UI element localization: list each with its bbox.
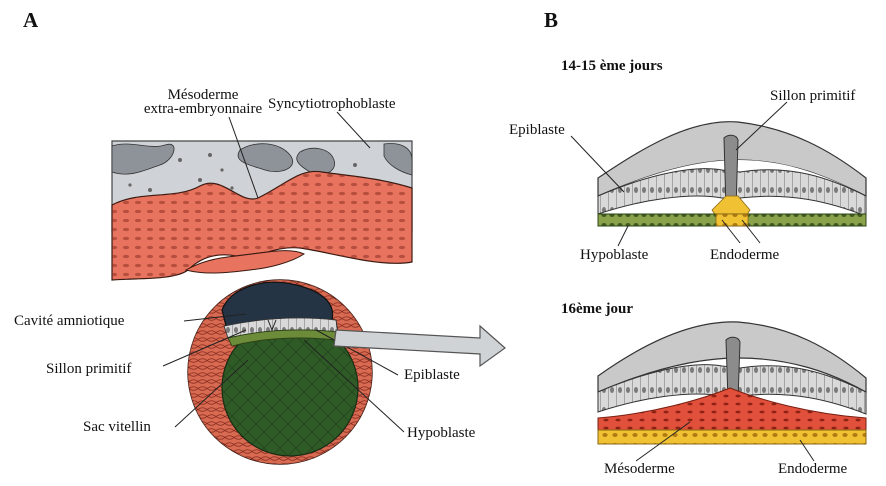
label-hypoblaste-b: Hypoblaste xyxy=(580,247,648,264)
panel-b-label: B xyxy=(544,9,558,31)
label-mesoderme-b: Mésoderme xyxy=(604,461,675,478)
label-mesoderme-line2: extra-embryonnaire xyxy=(118,102,288,116)
label-endoderme-bottom: Endoderme xyxy=(778,461,847,478)
panel-a-label: A xyxy=(23,9,38,31)
label-cavite-amniotique: Cavité amniotique xyxy=(14,313,124,330)
label-epiblaste-a: Epiblaste xyxy=(404,367,460,384)
label-mesoderme-extra-embryonnaire: Mésoderme extra-embryonnaire xyxy=(118,88,288,116)
label-hypoblaste-a: Hypoblaste xyxy=(407,425,475,442)
label-sillon-primitif-a: Sillon primitif xyxy=(46,361,131,378)
panel-a-drawing xyxy=(112,112,505,464)
label-endoderme-top: Endoderme xyxy=(710,247,779,264)
stage-title-14-15: 14-15 ème jours xyxy=(561,58,663,75)
label-sac-vitellin: Sac vitellin xyxy=(83,419,151,436)
label-sillon-primitif-b: Sillon primitif xyxy=(770,88,855,105)
label-epiblaste-b: Epiblaste xyxy=(509,122,565,139)
panel-b-top-drawing xyxy=(571,102,866,246)
stage-title-16: 16ème jour xyxy=(561,301,633,318)
panel-b-bottom-drawing xyxy=(598,322,866,461)
label-syncytiotrophoblaste: Syncytiotrophoblaste xyxy=(268,96,396,113)
label-mesoderme-line1: Mésoderme xyxy=(118,88,288,102)
